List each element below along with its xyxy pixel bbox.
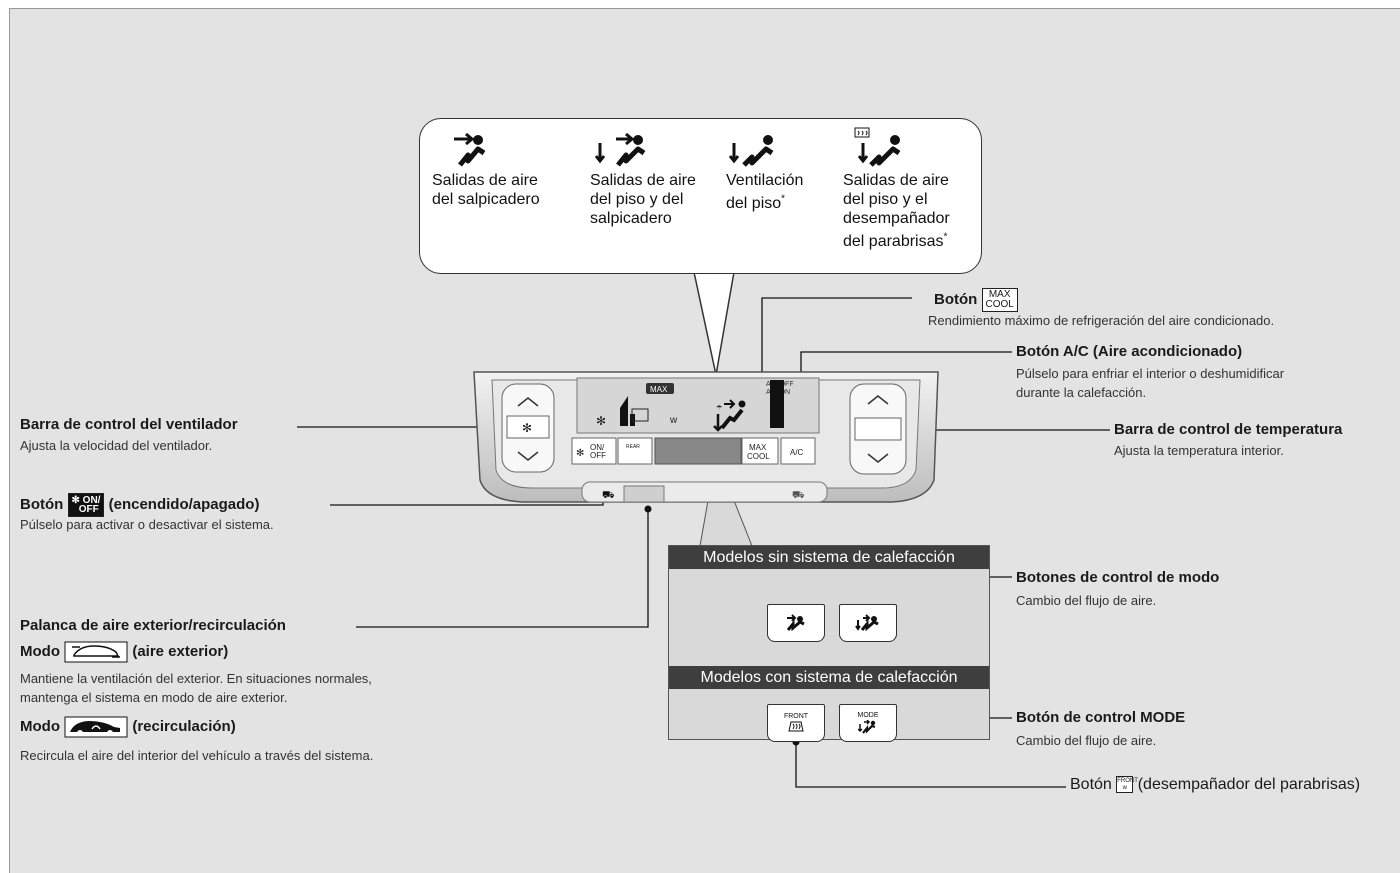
floor-defrost-vent-icon xyxy=(854,127,901,167)
svg-text:MAX: MAX xyxy=(749,443,767,452)
vent-option-floor-defrost: Salidas de aire del piso y el desempañad… xyxy=(843,127,950,251)
fan-desc: Ajusta la velocidad del ventilador. xyxy=(20,438,213,453)
front-defrost-icon xyxy=(788,721,804,732)
ac-desc-2: durante la calefacción. xyxy=(1016,385,1147,400)
panel-onoff-button xyxy=(571,437,617,465)
svg-text:⛟: ⛟ xyxy=(792,490,805,501)
vent-option-floor: Ventilación del piso* xyxy=(726,127,803,213)
panel-air-lever xyxy=(623,485,665,503)
max-cool-desc: Rendimiento máximo de refrigeración del … xyxy=(928,313,1275,328)
panel-mode-area xyxy=(654,437,742,465)
mode-buttons-desc: Cambio del flujo de aire. xyxy=(1016,593,1157,608)
recirc-title: Modo (recirculación) xyxy=(20,716,236,738)
outside-title: Modo (aire exterior) xyxy=(20,641,228,663)
svg-text:✻: ✻ xyxy=(576,448,584,459)
inset-mode-button[interactable]: MODE xyxy=(839,704,897,742)
mode-button-title: Botón de control MODE xyxy=(1016,709,1186,726)
svg-text:✻: ✻ xyxy=(596,414,606,428)
svg-text:A/C: A/C xyxy=(790,448,804,457)
svg-text:ᴡ: ᴡ xyxy=(669,415,678,426)
mode-buttons-title: Botones de control de modo xyxy=(1016,569,1220,586)
dash-vent-icon xyxy=(454,132,486,167)
vent-mode-bubble: Salidas de aire del salpicadero Salidas … xyxy=(419,118,982,274)
onoff-title: Botón ✻ ON/ OFF (encendido/apagado) xyxy=(20,493,260,517)
outside-desc-1: Mantiene la ventilación del exterior. En… xyxy=(20,671,372,686)
inset-front-defrost-button[interactable]: FRONT xyxy=(767,704,825,742)
fan-onoff-key-icon: ✻ ON/ OFF xyxy=(67,493,105,517)
temp-title: Barra de control de temperatura xyxy=(1114,421,1343,438)
leader-lever xyxy=(356,510,649,628)
inset-header-with-heating: Modelos con sistema de calefacción xyxy=(669,666,989,689)
ac-title: Botón A/C (Aire acondicionado) xyxy=(1016,343,1243,360)
inset-dash-mode-button[interactable] xyxy=(767,604,825,642)
climate-control-panel: ✻ MAX ✻ ᴡ ☂ A/C OFF A/C ON ✻ ON/ OFF REA… xyxy=(473,371,939,503)
temp-desc: Ajusta la temperatura interior. xyxy=(1114,443,1284,458)
vent-option-floor-dash: Salidas de aire del piso y del salpicade… xyxy=(590,127,696,228)
fan-title: Barra de control del ventilador xyxy=(20,416,238,433)
outside-desc-2: mantenga el sistema en modo de aire exte… xyxy=(20,690,288,705)
mode-buttons-inset: Modelos sin sistema de calefacción Model… xyxy=(668,545,990,742)
floor-dash-vent-icon xyxy=(855,614,879,632)
panel-air-lever-track xyxy=(581,481,828,503)
recirculation-icon xyxy=(64,716,128,738)
vent-label-floor-defrost: Salidas de aire del piso y el desempañad… xyxy=(843,172,950,251)
mode-button-desc: Cambio del flujo de aire. xyxy=(1016,733,1157,748)
svg-text:OFF: OFF xyxy=(590,451,606,460)
dash-vent-icon xyxy=(786,614,805,632)
svg-text:REAR: REAR xyxy=(626,444,640,450)
svg-text:MAX: MAX xyxy=(650,385,668,394)
inset-floor-dash-mode-button[interactable] xyxy=(839,604,897,642)
vent-label-floor: Ventilación del piso* xyxy=(726,172,804,213)
floor-vent-icon xyxy=(728,135,774,167)
svg-text:COOL: COOL xyxy=(747,452,770,461)
svg-text:✻: ✻ xyxy=(522,421,532,435)
panel-max-cool-button xyxy=(741,437,779,465)
onoff-desc: Púlselo para activar o desactivar el sis… xyxy=(20,517,274,532)
lever-title: Palanca de aire exterior/recirculación xyxy=(20,617,286,634)
inset-header-without-heating: Modelos sin sistema de calefacción xyxy=(669,546,989,569)
recirc-desc: Recircula el aire del interior del vehíc… xyxy=(20,748,374,763)
floor-dash-vent-icon xyxy=(594,132,646,167)
leader-defrost xyxy=(795,742,1066,788)
bubble-pointer xyxy=(693,271,735,376)
vent-option-dash: Salidas de aire del salpicadero xyxy=(432,127,540,209)
panel-ac-button xyxy=(780,437,816,465)
mode-vent-icon xyxy=(858,720,876,734)
svg-text:ON/: ON/ xyxy=(590,443,605,452)
svg-text:⛟: ⛟ xyxy=(602,490,615,501)
ac-desc-1: Púlselo para enfriar el interior o deshu… xyxy=(1016,366,1285,381)
outside-air-icon xyxy=(64,641,128,663)
panel-rear-defrost-button xyxy=(617,437,653,465)
svg-text:☂: ☂ xyxy=(716,404,722,412)
